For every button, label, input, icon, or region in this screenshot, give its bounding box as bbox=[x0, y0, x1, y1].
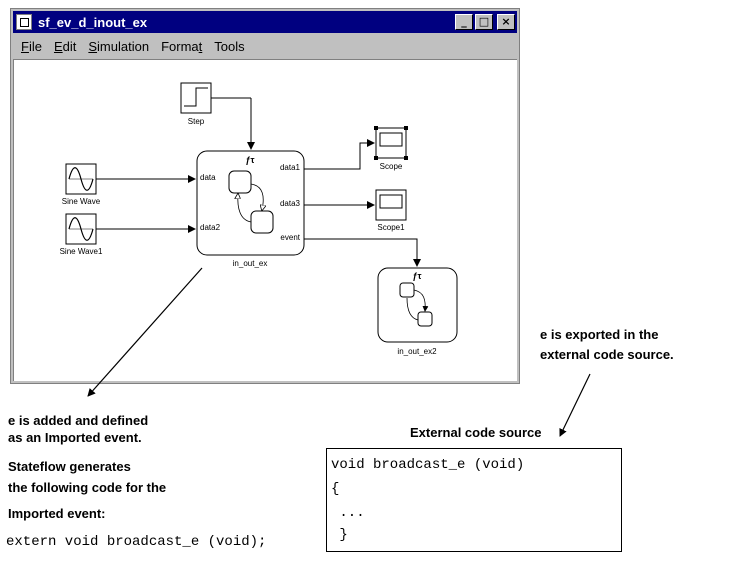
chart-in-out-ex-label: in_out_ex bbox=[233, 259, 268, 268]
annotation-left-line3: Stateflow generates bbox=[8, 459, 131, 474]
minimize-button[interactable]: _ bbox=[455, 14, 473, 30]
step-label: Step bbox=[188, 117, 205, 126]
line-event-to-chart2 bbox=[304, 238, 421, 267]
port-data3: data3 bbox=[280, 199, 301, 208]
sine-wave1-block[interactable] bbox=[65, 213, 97, 245]
menu-file[interactable]: File bbox=[21, 38, 42, 54]
annotation-right-line2: external code source. bbox=[540, 347, 674, 362]
chart-in-out-ex-icon: ƒτ bbox=[245, 155, 254, 165]
scope1-label: Scope1 bbox=[377, 223, 405, 232]
code-line-4: } bbox=[331, 527, 348, 543]
menu-simulation[interactable]: Simulation bbox=[88, 38, 150, 54]
sine-wave1-label: Sine Wave1 bbox=[60, 247, 103, 256]
step-block[interactable] bbox=[180, 82, 212, 114]
callout-arrow-left bbox=[87, 267, 203, 397]
port-data: data bbox=[200, 173, 216, 182]
maximize-button[interactable]: □ bbox=[475, 14, 493, 30]
menu-bar: File Edit Simulation Format Tools bbox=[13, 35, 517, 57]
scope1-block[interactable] bbox=[375, 189, 407, 221]
code-box-title: External code source bbox=[410, 425, 542, 440]
line-data1-to-scope bbox=[304, 139, 375, 170]
code-line-3: ... bbox=[331, 505, 365, 521]
chart-in-out-ex2-label: in_out_ex2 bbox=[397, 347, 437, 356]
code-line-1: void broadcast_e (void) bbox=[331, 457, 525, 473]
annotation-left-line1: e is added and defined bbox=[8, 413, 149, 428]
window-title: sf_ev_d_inout_ex bbox=[38, 14, 148, 30]
annotation-left-line5: Imported event: bbox=[8, 506, 106, 521]
port-event: event bbox=[280, 233, 300, 242]
scope-block[interactable] bbox=[374, 126, 408, 160]
title-bar[interactable]: sf_ev_d_inout_ex _ □ × bbox=[13, 11, 517, 33]
menu-tools[interactable]: Tools bbox=[214, 38, 245, 54]
port-data1: data1 bbox=[280, 163, 301, 172]
menu-format[interactable]: Format bbox=[161, 38, 203, 54]
annotation-left-line4: the following code for the bbox=[8, 480, 167, 495]
external-code-box: void broadcast_e (void) { ... } bbox=[326, 448, 622, 552]
scope-label: Scope bbox=[380, 162, 403, 171]
menu-edit[interactable]: Edit bbox=[53, 38, 77, 54]
annotation-right-line1: e is exported in the bbox=[540, 327, 659, 342]
sine-wave-label: Sine Wave bbox=[62, 197, 101, 206]
annotation-left-line2: as an Imported event. bbox=[8, 430, 142, 445]
sine-wave-block[interactable] bbox=[65, 163, 97, 195]
chart-in-out-ex[interactable] bbox=[196, 150, 305, 256]
code-line-2: { bbox=[331, 481, 340, 497]
callout-arrow-right bbox=[559, 373, 591, 437]
window-system-icon[interactable] bbox=[16, 14, 32, 30]
annotation-left-code: extern void broadcast_e (void); bbox=[6, 534, 267, 550]
chart-in-out-ex2[interactable] bbox=[377, 267, 458, 343]
port-data2: data2 bbox=[200, 223, 221, 232]
close-button[interactable]: × bbox=[497, 14, 515, 30]
chart-in-out-ex2-icon: ƒτ bbox=[412, 271, 421, 281]
